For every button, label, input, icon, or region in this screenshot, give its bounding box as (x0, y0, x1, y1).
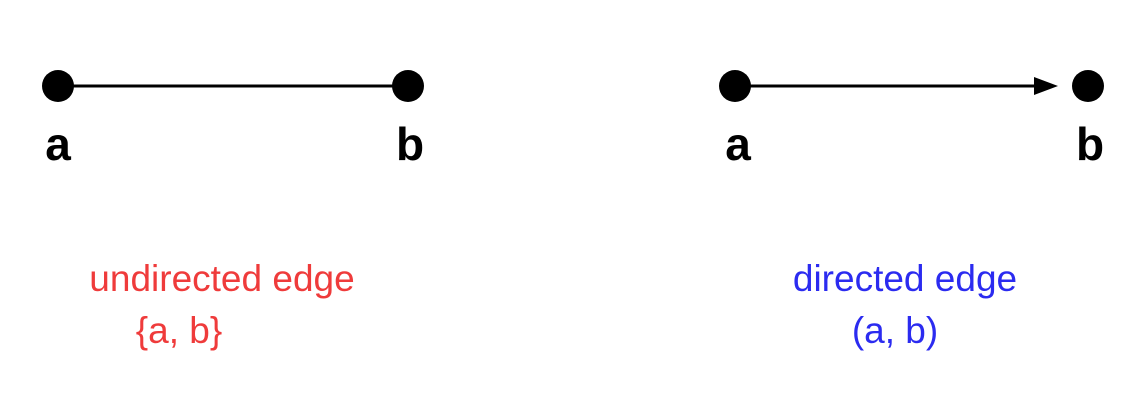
directed-caption-line1: directed edge (793, 258, 1017, 299)
directed-node-a-label: a (725, 118, 751, 170)
undirected-node-a-label: a (45, 118, 71, 170)
directed-node-b-label: b (1076, 118, 1104, 170)
directed-node-a (719, 70, 751, 102)
directed-caption-line2: (a, b) (852, 310, 938, 351)
undirected-caption-line2: {a, b} (136, 310, 222, 351)
undirected-node-b-label: b (396, 118, 424, 170)
directed-edge-group: a b directed edge (a, b) (719, 70, 1104, 351)
undirected-node-a (42, 70, 74, 102)
undirected-node-b (392, 70, 424, 102)
directed-node-b (1072, 70, 1104, 102)
undirected-caption-line1: undirected edge (89, 258, 354, 299)
undirected-edge-group: a b undirected edge {a, b} (42, 70, 424, 351)
directed-edge-arrowhead (1034, 77, 1058, 95)
